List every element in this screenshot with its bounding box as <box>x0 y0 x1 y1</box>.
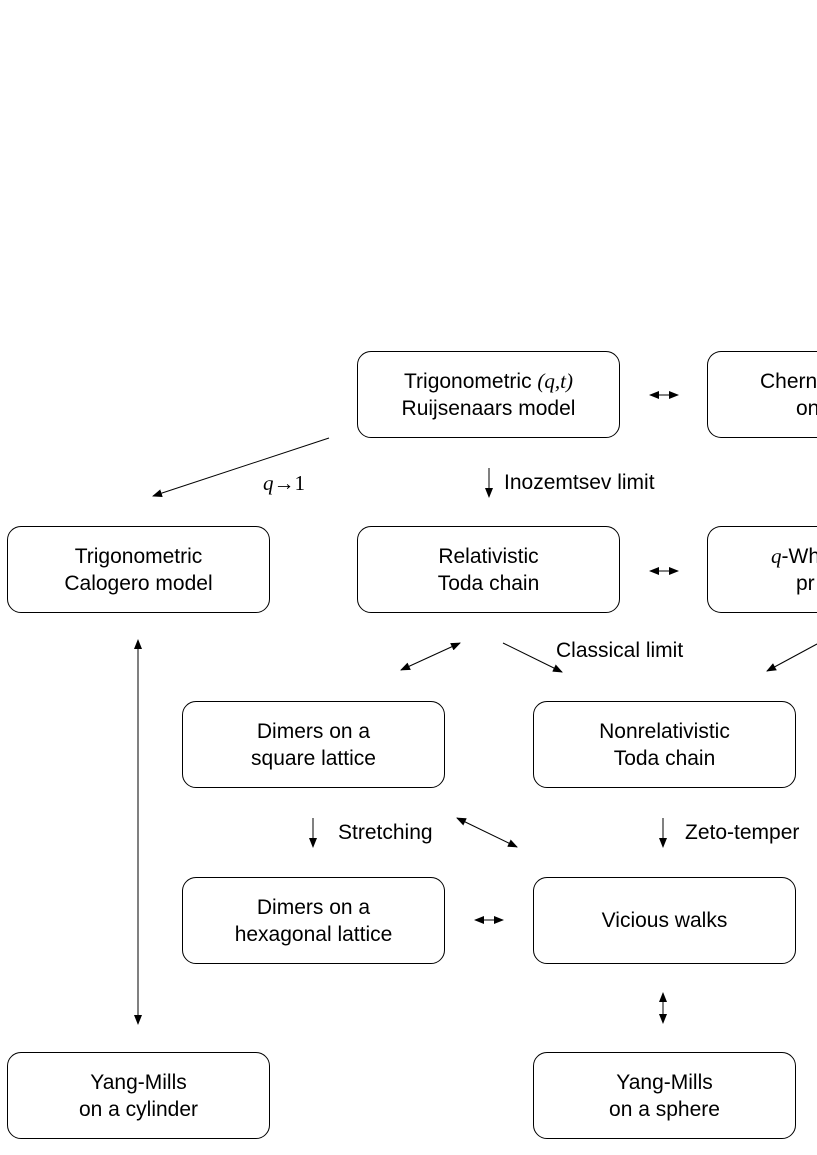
label-zero-temperature: Zeto-temper <box>685 821 800 844</box>
node-text: Chern <box>760 369 817 393</box>
node-calogero: Trigonometric Calogero model <box>7 526 270 613</box>
node-text: square lattice <box>251 746 376 770</box>
node-text: Calogero model <box>64 571 213 595</box>
node-text: Trigonometric <box>74 544 203 568</box>
arrow-classical-limit <box>502 642 563 673</box>
node-text: pr <box>796 571 815 595</box>
label-q-to-1: q→1 <box>263 471 305 496</box>
arrow-ruijsenaars-to-calogero <box>152 437 330 497</box>
node-text: Toda chain <box>613 746 716 770</box>
node-math: q <box>771 543 782 568</box>
arrow-reltoda-dimers-square <box>400 642 461 671</box>
node-text: Nonrelativistic <box>599 719 730 743</box>
node-text: Ruijsenaars model <box>401 396 576 420</box>
node-q-whittaker: q-Wh pr <box>707 526 817 613</box>
node-chern: Chern on <box>707 351 817 438</box>
node-text: Vicious walks <box>601 909 728 932</box>
node-math: (q,t) <box>537 368 573 393</box>
node-text: Toda chain <box>437 571 540 595</box>
node-ym-sphere: Yang-Mills on a sphere <box>533 1052 796 1139</box>
node-ym-cylinder: Yang-Mills on a cylinder <box>7 1052 270 1139</box>
node-relativistic-toda: Relativistic Toda chain <box>357 526 620 613</box>
node-text: Dimers on a <box>256 719 371 743</box>
node-text: Yang-Mills <box>90 1070 187 1094</box>
node-text: Yang-Mills <box>616 1070 713 1094</box>
node-dimers-square: Dimers on a square lattice <box>182 701 445 788</box>
node-dimers-hexagonal: Dimers on a hexagonal lattice <box>182 877 445 964</box>
label-math: q <box>263 471 274 495</box>
node-nonrelativistic-toda: Nonrelativistic Toda chain <box>533 701 796 788</box>
label-stretching: Stretching <box>338 821 433 844</box>
arrow-dimers-square-vicious <box>456 817 518 848</box>
node-text: on a sphere <box>609 1097 720 1121</box>
node-text: on a cylinder <box>78 1097 199 1121</box>
label-inozemtsev: Inozemtsev limit <box>504 471 655 494</box>
arrow-qwhittaker-to-nonrel <box>766 643 817 672</box>
node-text: on <box>796 396 817 420</box>
node-text: hexagonal lattice <box>234 922 393 946</box>
node-text: Relativistic <box>438 544 539 568</box>
label-classical-limit: Classical limit <box>556 639 684 662</box>
node-text: Dimers on a <box>256 895 371 919</box>
label-math: →1 <box>273 471 306 495</box>
node-ruijsenaars: Trigonometric (q,t) Ruijsenaars model <box>357 351 620 438</box>
node-vicious-walks: Vicious walks <box>533 877 796 964</box>
node-text: -Wh <box>781 544 817 568</box>
node-text: Trigonometric <box>403 369 538 393</box>
